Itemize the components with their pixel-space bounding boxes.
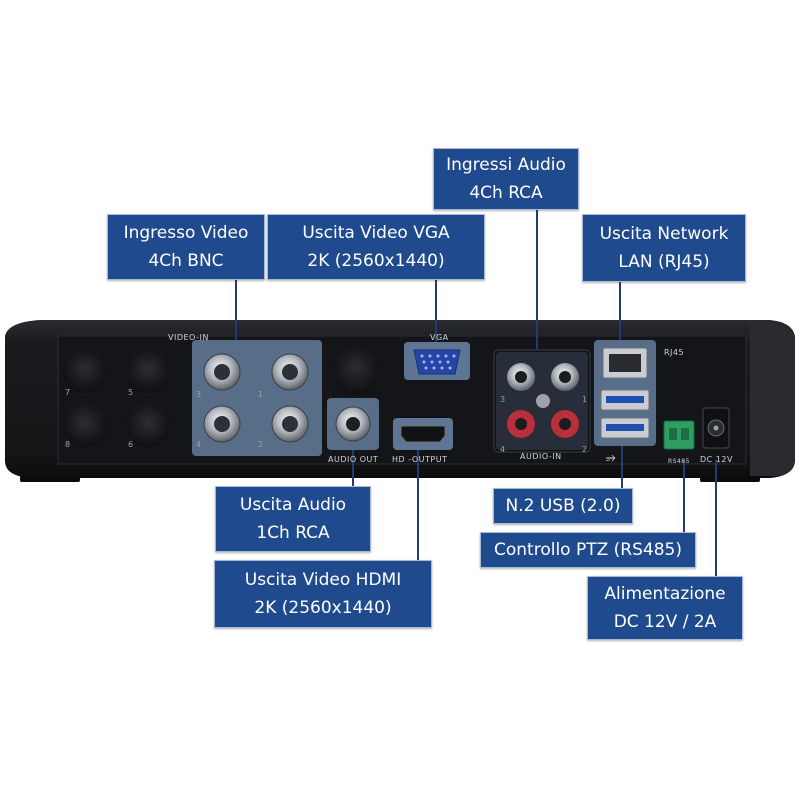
audio-in-number: 3: [500, 395, 506, 404]
audio-in-rca: [507, 363, 579, 438]
callout-power: Alimentazione DC 12V / 2A: [587, 576, 743, 640]
hdmi-port: [400, 425, 446, 443]
bnc-number: 4: [196, 440, 202, 449]
callout-line: Uscita Video VGA: [302, 223, 450, 243]
callout-audio-in: Ingressi Audio 4Ch RCA: [433, 148, 579, 210]
callout-line: 4Ch BNC: [148, 251, 224, 271]
callout-line: Uscita Network: [599, 224, 729, 244]
callout-line: 2K (2560x1440): [307, 251, 445, 271]
bnc-number: 3: [196, 390, 202, 399]
rs485-label: RS485: [668, 458, 690, 465]
usb-icon: ⭌: [606, 450, 617, 464]
rs485-terminal: [663, 420, 695, 450]
callout-line: Uscita Audio: [239, 495, 347, 515]
dc12v-label: DC 12V: [700, 455, 733, 464]
vga-port: [413, 349, 461, 375]
bnc-number: 1: [258, 390, 264, 399]
hd-output-label: HD -OUTPUT: [392, 455, 448, 464]
callout-video-in: Ingresso Video 4Ch BNC: [107, 214, 265, 280]
audio-out-label: AUDIO OUT: [328, 455, 379, 464]
audio-in-number: 4: [500, 445, 506, 454]
bnc-number: 6: [128, 440, 134, 449]
callout-ptz: Controllo PTZ (RS485): [480, 532, 696, 568]
video-in-label: VIDEO-IN: [168, 333, 209, 342]
rj45-label: RJ45: [664, 348, 685, 357]
callout-line: DC 12V / 2A: [613, 612, 717, 632]
bnc-number: 2: [258, 440, 264, 449]
callout-leader-lines: [235, 208, 717, 580]
callout-line: N.2 USB (2.0): [505, 496, 621, 516]
audio-in-label: AUDIO-IN: [520, 452, 562, 461]
callout-line: 4Ch RCA: [469, 183, 543, 203]
callout-hdmi: Uscita Video HDMI 2K (2560x1440): [214, 560, 432, 628]
callout-line: Controllo PTZ (RS485): [494, 540, 682, 560]
bnc-number: 5: [128, 388, 134, 397]
callout-audio-out: Uscita Audio 1Ch RCA: [215, 486, 371, 552]
bnc-connectors: [203, 353, 309, 443]
callout-line: 1Ch RCA: [256, 523, 330, 543]
audio-in-number: 1: [582, 395, 588, 404]
callout-line: Ingressi Audio: [446, 155, 566, 175]
bnc-number: 8: [65, 440, 71, 449]
callout-line: Ingresso Video: [123, 223, 249, 243]
callout-line: LAN (RJ45): [618, 252, 710, 272]
vga-label: VGA: [430, 333, 449, 342]
callout-line: Uscita Video HDMI: [244, 570, 402, 590]
callout-usb: N.2 USB (2.0): [493, 488, 633, 524]
callout-network: Uscita Network LAN (RJ45): [582, 214, 746, 282]
bnc-number: 7: [65, 388, 71, 397]
audio-in-number: 2: [582, 445, 588, 454]
callout-vga: Uscita Video VGA 2K (2560x1440): [267, 214, 485, 280]
blank-plugs: [63, 346, 380, 447]
callout-line: Alimentazione: [604, 584, 726, 604]
callout-line: 2K (2560x1440): [254, 598, 392, 618]
